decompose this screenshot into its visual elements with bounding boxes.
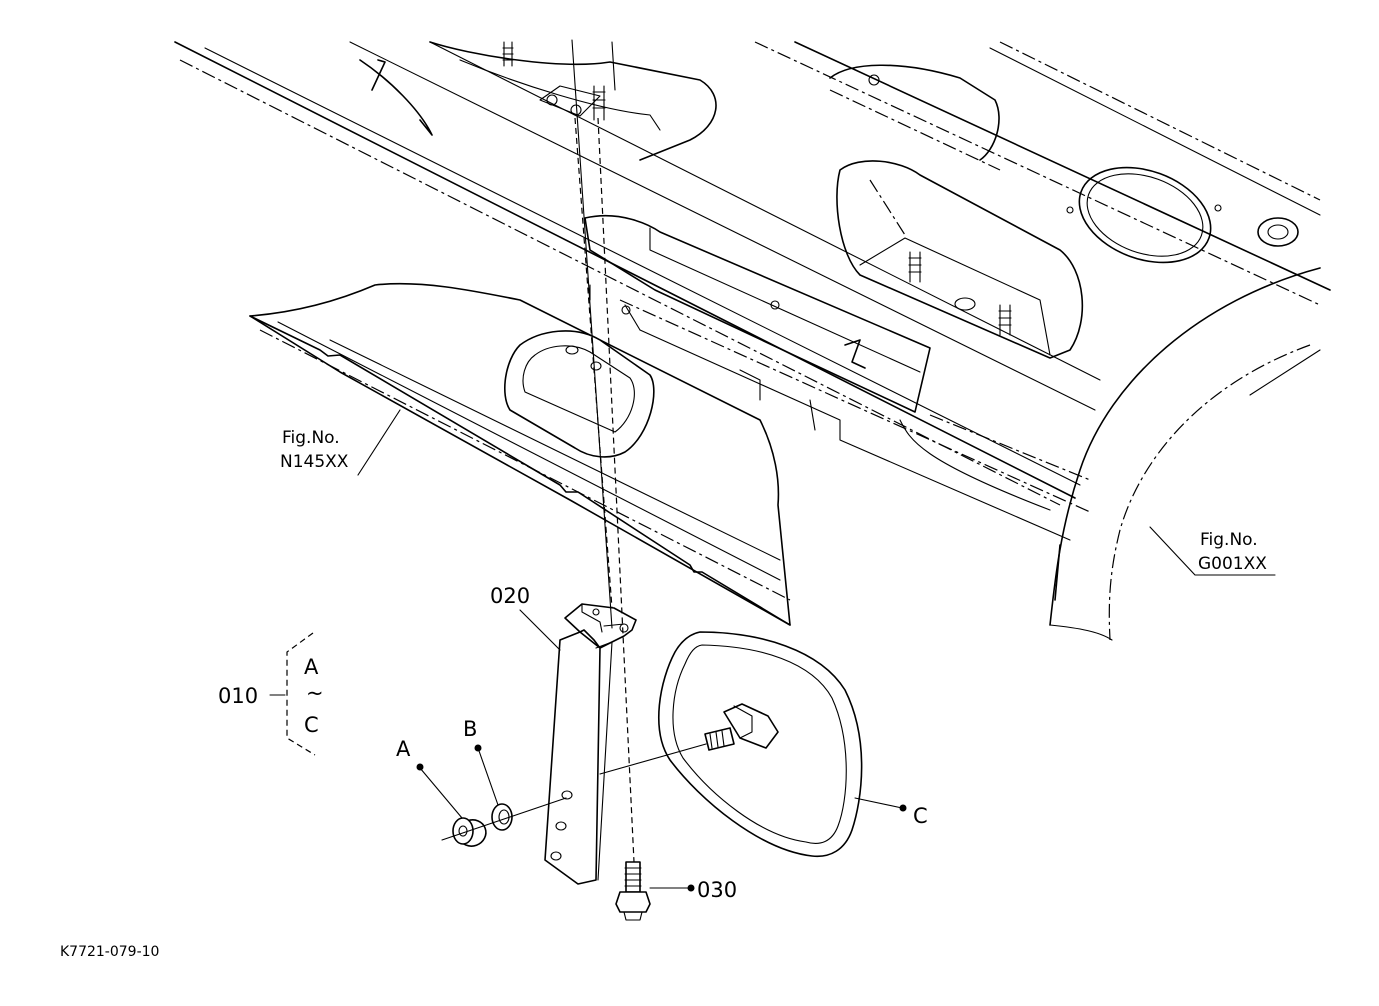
stud-bolt <box>502 41 514 67</box>
stud-bolt <box>592 85 606 121</box>
roof-panel <box>174 41 1331 641</box>
leader-dot-a <box>416 763 424 771</box>
part-label-030: 030 <box>697 878 737 902</box>
ref-n145-line2: N145XX <box>280 452 349 472</box>
sub-label-a: A <box>396 737 411 761</box>
leader-dot-030 <box>687 884 695 892</box>
nut-a <box>452 817 487 847</box>
alignment-lines <box>441 39 707 863</box>
front-panel <box>249 282 791 626</box>
sub-label-b: B <box>463 717 477 741</box>
ref-g001-line1: Fig.No. <box>1200 530 1258 550</box>
drawing-code: K7721-079-10 <box>60 944 159 960</box>
sub-label-c: C <box>913 804 928 828</box>
ref-g001-line2: G001XX <box>1198 554 1267 574</box>
ref-n145-line1: Fig.No. <box>282 428 340 448</box>
range-label-tilde: ~ <box>306 681 324 705</box>
mirror-c <box>658 631 863 858</box>
leader-dot-c <box>899 804 907 812</box>
leader-lines <box>269 409 1276 889</box>
leader-dot-b <box>474 744 482 752</box>
range-label-c: C <box>304 713 319 737</box>
part-label-020: 020 <box>490 584 530 608</box>
bracket-020 <box>544 603 637 885</box>
range-label-a: A <box>304 655 319 679</box>
stud-bolt <box>998 304 1012 336</box>
part-label-010: 010 <box>218 684 258 708</box>
bolt-030 <box>615 861 651 921</box>
stud-bolt <box>908 251 922 283</box>
